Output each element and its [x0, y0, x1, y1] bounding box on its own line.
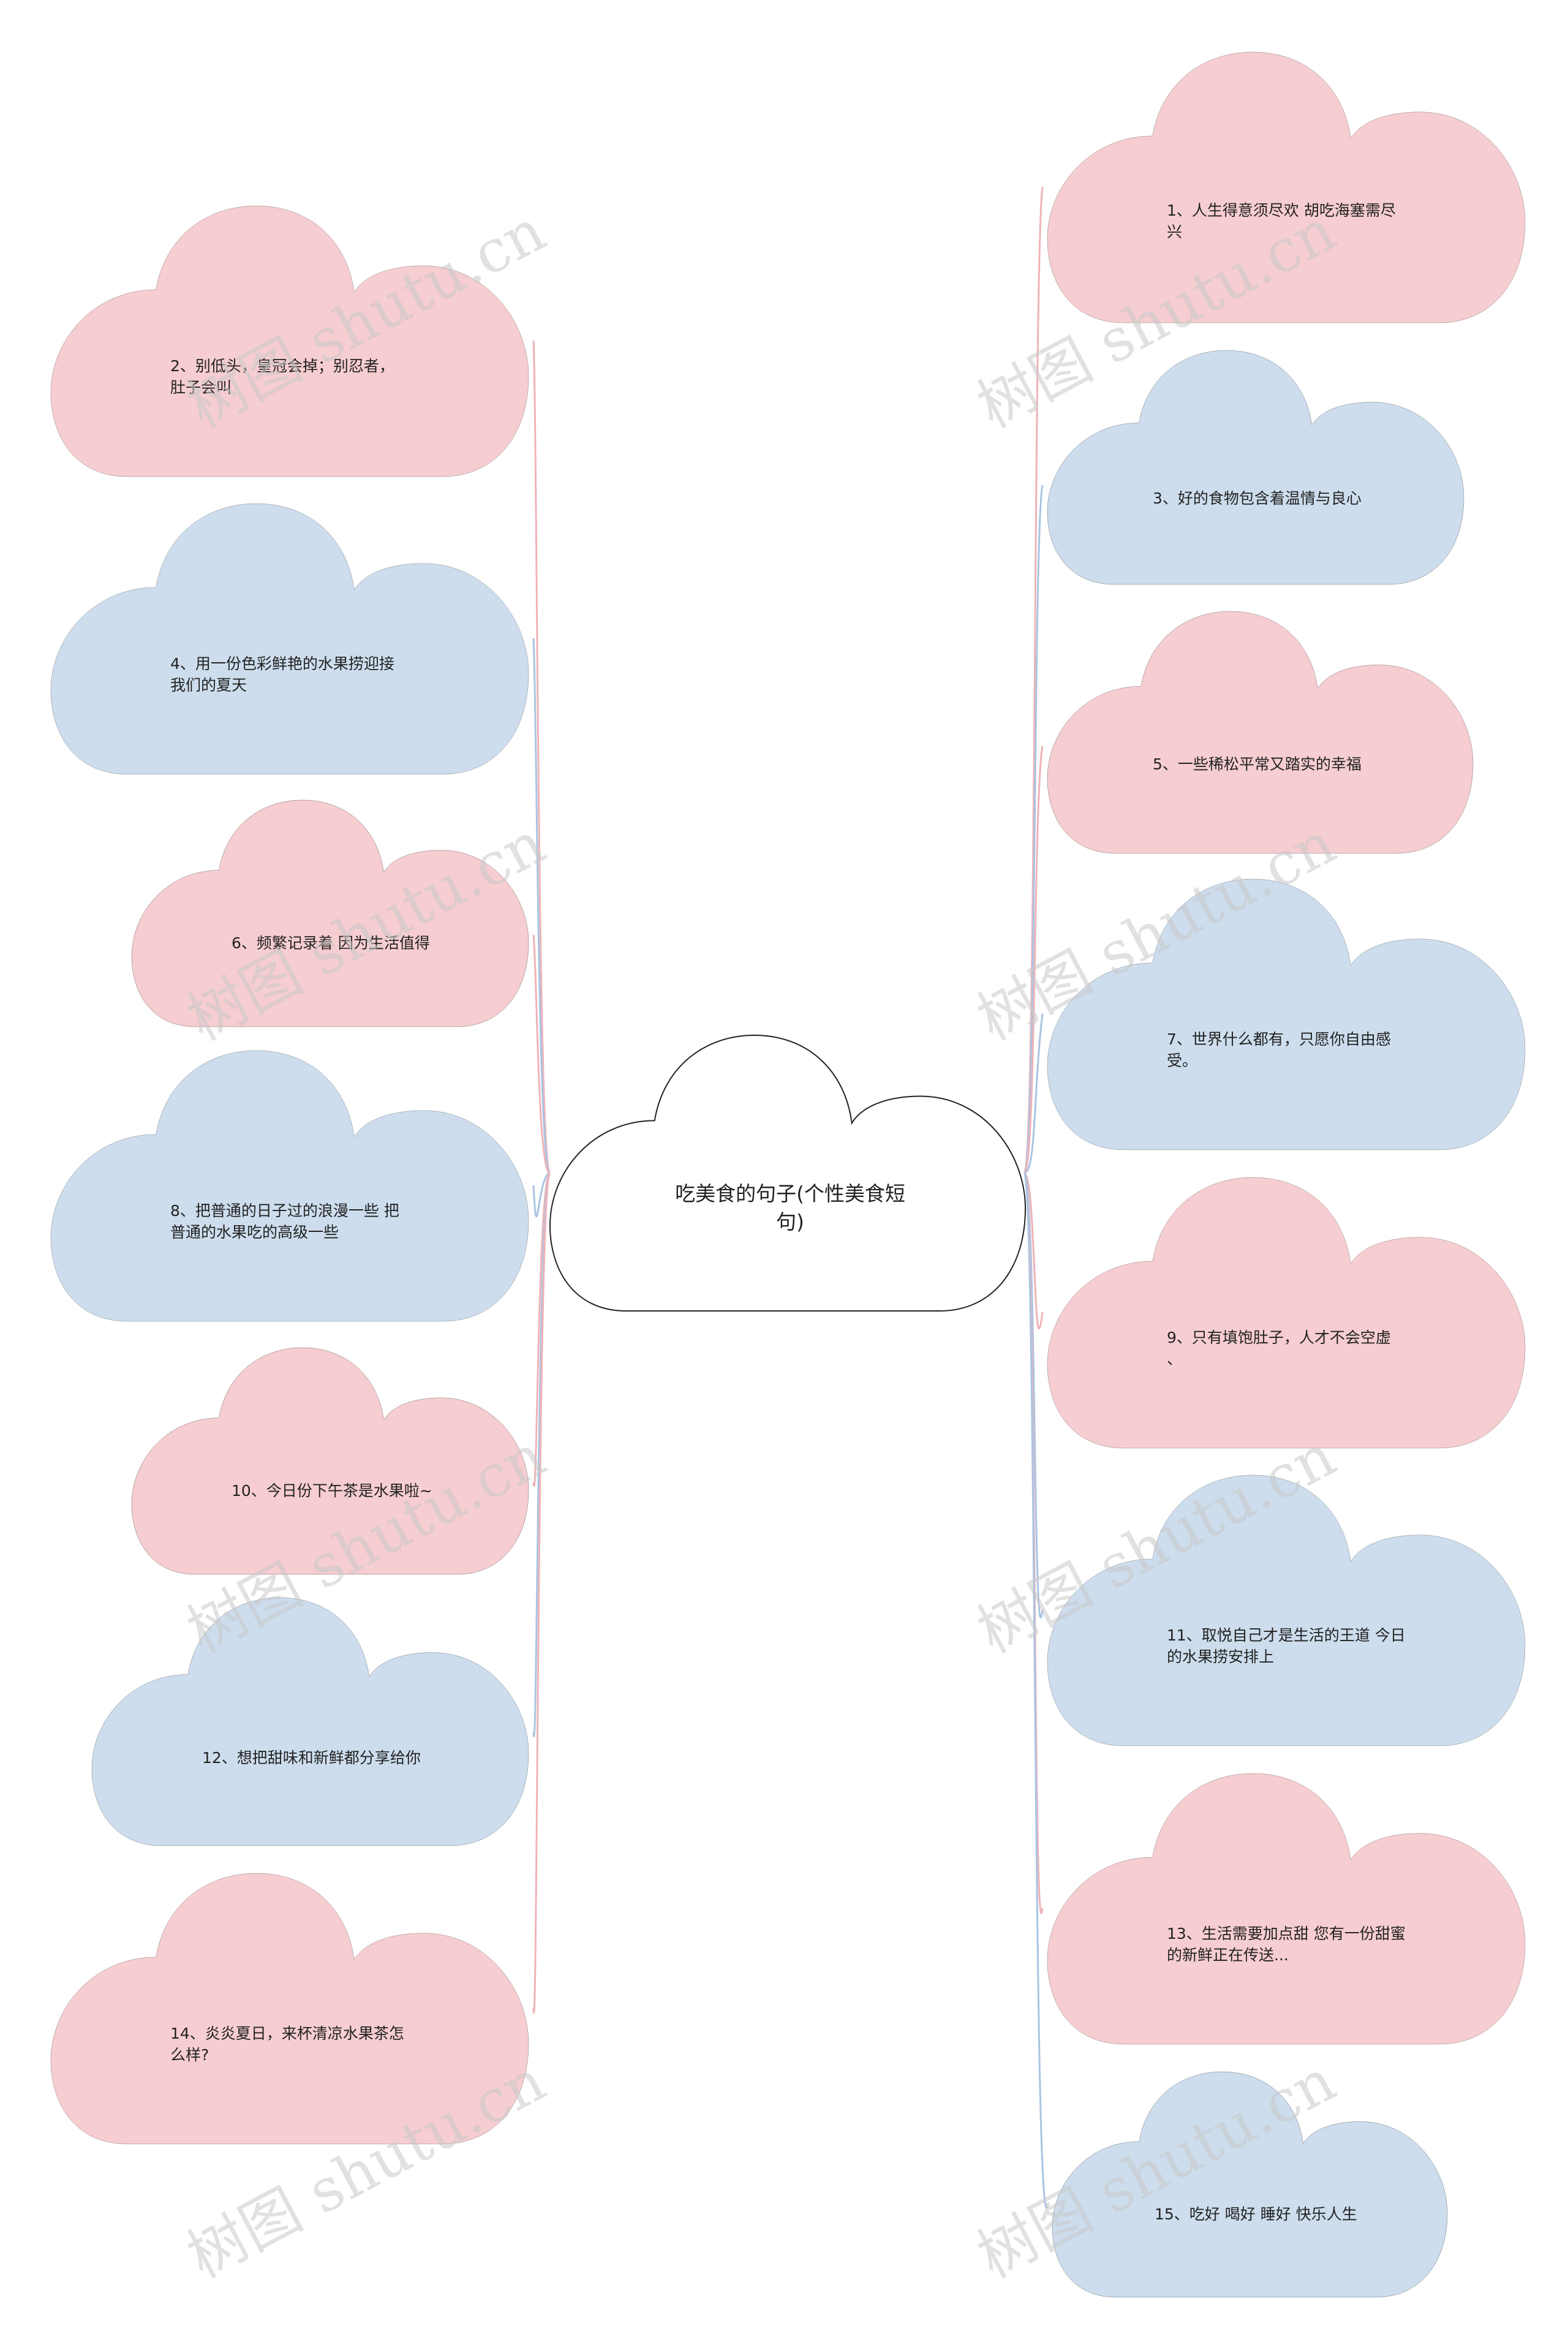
- cloud-shape: [1047, 1475, 1525, 1746]
- cloud-shape: [51, 1873, 529, 2144]
- cloud-label-line: 9、只有填饱肚子，人才不会空虚: [1167, 1329, 1391, 1346]
- connector-c9: [1023, 1172, 1044, 1329]
- cloud-node-c2[interactable]: 2、别低头，皇冠会掉；别忍者， 肚子会叫: [51, 206, 529, 477]
- cloud-label-line: 肚子会叫: [170, 379, 232, 396]
- cloud-shape: [1047, 611, 1473, 853]
- connector-c4: [532, 638, 551, 1174]
- cloud-label: 5、一些稀松平常又踏实的幸福: [1153, 755, 1362, 773]
- cloud-label: 4、用一份色彩鲜艳的水果捞迎接我们的夏天: [170, 655, 394, 694]
- cloud-node-c14[interactable]: 14、炎炎夏日，来杯清凉水果茶怎么样?: [51, 1873, 529, 2144]
- cloud-label-line: 12、想把甜味和新鲜都分享给你: [202, 1749, 421, 1767]
- cloud-label-line: 6、频繁记录着 因为生活值得: [232, 934, 430, 952]
- cloud-label-line: 、: [1167, 1350, 1182, 1368]
- cloud-label-line: 14、炎炎夏日，来杯清凉水果茶怎: [170, 2025, 404, 2042]
- cloud-label-line: 7、世界什么都有，只愿你自由感: [1167, 1030, 1391, 1048]
- connector-c8: [532, 1172, 551, 1217]
- cloud-label-line: 受。: [1167, 1052, 1197, 1070]
- cloud-label-line: 15、吃好 喝好 睡好 快乐人生: [1155, 2205, 1357, 2223]
- cloud-label-line: 3、好的食物包含着温情与良心: [1153, 489, 1362, 507]
- central-cloud-shape: [550, 1035, 1025, 1311]
- cloud-label: 1、人生得意须尽欢 胡吃海塞需尽兴: [1167, 202, 1396, 241]
- cloud-label-line: 8、把普通的日子过的浪漫一些 把: [170, 1202, 399, 1220]
- cloud-shape: [51, 1051, 529, 1321]
- cloud-shape: [1047, 1177, 1525, 1448]
- cloud-label: 8、把普通的日子过的浪漫一些 把普通的水果吃的高级一些: [170, 1202, 399, 1241]
- cloud-label: 3、好的食物包含着温情与良心: [1153, 489, 1362, 507]
- cloud-label-line: 我们的夏天: [170, 676, 247, 694]
- cloud-label-line: 兴: [1167, 223, 1182, 241]
- connector-c10: [532, 1172, 551, 1487]
- connector-c15: [1023, 1172, 1049, 2209]
- cloud-node-c4[interactable]: 4、用一份色彩鲜艳的水果捞迎接我们的夏天: [51, 504, 529, 774]
- cloud-node-c15[interactable]: 15、吃好 喝好 睡好 快乐人生: [1052, 2072, 1447, 2297]
- connector-lines: [532, 186, 1049, 2209]
- cloud-node-c9[interactable]: 9、只有填饱肚子，人才不会空虚、: [1047, 1177, 1525, 1448]
- cloud-label: 6、频繁记录着 因为生活值得: [232, 934, 430, 952]
- cloud-shape: [92, 1598, 529, 1846]
- cloud-label-line: 2、别低头，皇冠会掉；别忍者，: [170, 357, 394, 375]
- cloud-label-line: 1、人生得意须尽欢 胡吃海塞需尽: [1167, 202, 1396, 219]
- central-topic[interactable]: 吃美食的句子(个性美食短句): [550, 1035, 1025, 1311]
- cloud-shape: [51, 504, 529, 774]
- cloud-shape: [51, 206, 529, 477]
- cloud-label: 14、炎炎夏日，来杯清凉水果茶怎么样?: [170, 2025, 404, 2064]
- cloud-label: 7、世界什么都有，只愿你自由感受。: [1167, 1030, 1391, 1070]
- cloud-nodes: 1、人生得意须尽欢 胡吃海塞需尽兴 2、别低头，皇冠会掉；别忍者， 肚子会叫 3、好的…: [51, 52, 1525, 2297]
- central-topic-line: 吃美食的句子(个性美食短: [675, 1182, 905, 1206]
- cloud-node-c11[interactable]: 11、取悦自己才是生活的王道 今日的水果捞安排上: [1047, 1475, 1525, 1746]
- cloud-node-c13[interactable]: 13、生活需要加点甜 您有一份甜蜜的新鲜正在传送...: [1047, 1773, 1525, 2044]
- cloud-label-line: 11、取悦自己才是生活的王道 今日: [1167, 1626, 1406, 1644]
- cloud-shape: [1047, 350, 1464, 584]
- cloud-label-line: 普通的水果吃的高级一些: [170, 1223, 339, 1241]
- cloud-label: 10、今日份下午茶是水果啦~: [232, 1482, 432, 1500]
- cloud-shape: [1047, 1773, 1525, 2044]
- cloud-node-c3[interactable]: 3、好的食物包含着温情与良心: [1047, 350, 1464, 584]
- cloud-node-c1[interactable]: 1、人生得意须尽欢 胡吃海塞需尽兴: [1047, 52, 1525, 323]
- cloud-label-line: 的水果捞安排上: [1167, 1648, 1274, 1666]
- cloud-label-line: 么样?: [170, 2046, 209, 2064]
- cloud-label: 11、取悦自己才是生活的王道 今日的水果捞安排上: [1167, 1626, 1406, 1666]
- connector-c2: [532, 340, 551, 1174]
- connector-c3: [1023, 485, 1044, 1174]
- cloud-label-line: 10、今日份下午茶是水果啦~: [232, 1482, 432, 1500]
- cloud-node-c5[interactable]: 5、一些稀松平常又踏实的幸福: [1047, 611, 1473, 853]
- cloud-label: 13、生活需要加点甜 您有一份甜蜜的新鲜正在传送...: [1167, 1925, 1406, 1964]
- cloud-label-line: 4、用一份色彩鲜艳的水果捞迎接: [170, 655, 394, 673]
- cloud-label: 2、别低头，皇冠会掉；别忍者， 肚子会叫: [170, 357, 394, 396]
- connector-c7: [1023, 1013, 1044, 1174]
- cloud-shape: [132, 800, 529, 1027]
- cloud-label: 9、只有填饱肚子，人才不会空虚、: [1167, 1329, 1391, 1368]
- connector-c5: [1023, 746, 1044, 1174]
- cloud-shape: [132, 1348, 529, 1574]
- connector-c6: [532, 934, 551, 1174]
- cloud-label: 12、想把甜味和新鲜都分享给你: [202, 1749, 421, 1767]
- cloud-shape: [1052, 2072, 1447, 2297]
- cloud-node-c12[interactable]: 12、想把甜味和新鲜都分享给你: [92, 1598, 529, 1846]
- cloud-node-c8[interactable]: 8、把普通的日子过的浪漫一些 把普通的水果吃的高级一些: [51, 1051, 529, 1321]
- cloud-shape: [1047, 52, 1525, 323]
- connector-c14: [532, 1172, 551, 2014]
- cloud-node-c7[interactable]: 7、世界什么都有，只愿你自由感受。: [1047, 879, 1525, 1150]
- cloud-label-line: 5、一些稀松平常又踏实的幸福: [1153, 755, 1362, 773]
- central-topic-label: 吃美食的句子(个性美食短句): [675, 1182, 905, 1234]
- cloud-shape: [1047, 879, 1525, 1150]
- central-topic-line: 句): [776, 1210, 804, 1234]
- cloud-label: 15、吃好 喝好 睡好 快乐人生: [1155, 2205, 1357, 2223]
- cloud-node-c10[interactable]: 10、今日份下午茶是水果啦~: [132, 1348, 529, 1574]
- cloud-node-c6[interactable]: 6、频繁记录着 因为生活值得: [132, 800, 529, 1027]
- cloud-label-line: 13、生活需要加点甜 您有一份甜蜜: [1167, 1925, 1406, 1942]
- cloud-label-line: 的新鲜正在传送...: [1167, 1946, 1289, 1964]
